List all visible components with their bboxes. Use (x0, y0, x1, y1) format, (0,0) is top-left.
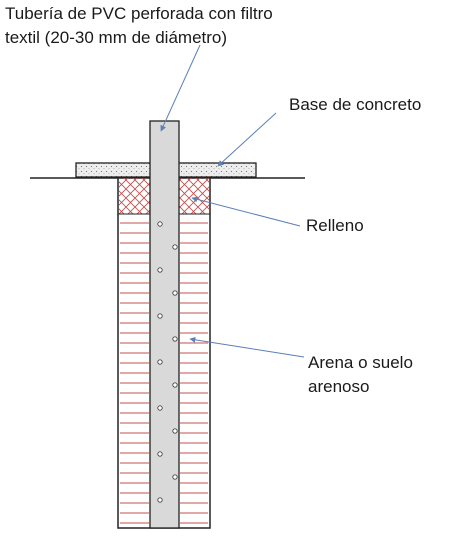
perforation-hole (172, 382, 178, 388)
perforation-hole (157, 497, 163, 503)
perforation-hole (157, 451, 163, 457)
perforation-hole (157, 267, 163, 273)
pipe-label-line2: textil (20-30 mm de diámetro) (5, 28, 228, 47)
backfill-zone (118, 178, 210, 215)
sand-label-line1: Arena o suelo (308, 353, 413, 372)
pipe-perforations (157, 221, 178, 503)
sand-zone (120, 222, 208, 524)
perforation-hole (172, 474, 178, 480)
pipe-label-line1: Tubería de PVC perforada con filtro (5, 4, 273, 23)
perforation-hole (172, 336, 178, 342)
sand-label: Arena o suelo arenoso (308, 351, 413, 399)
concrete-base-label: Base de concreto (289, 95, 422, 114)
perforation-hole (172, 428, 178, 434)
sand-label-line2: arenoso (308, 377, 370, 396)
pvc-pipe (149, 120, 180, 529)
perforation-hole (172, 290, 178, 296)
pipe-leader-line (160, 44, 201, 132)
perforation-hole (157, 221, 163, 227)
pipe-label: Tubería de PVC perforada con filtro text… (5, 2, 273, 50)
perforation-hole (172, 244, 178, 250)
backfill-label: Relleno (306, 216, 364, 235)
perforation-hole (157, 313, 163, 319)
backfill-leader-line (191, 196, 301, 227)
perforation-hole (157, 359, 163, 365)
base-leader-line (217, 112, 277, 167)
perforation-hole (157, 405, 163, 411)
sand-leader-line (189, 336, 305, 358)
